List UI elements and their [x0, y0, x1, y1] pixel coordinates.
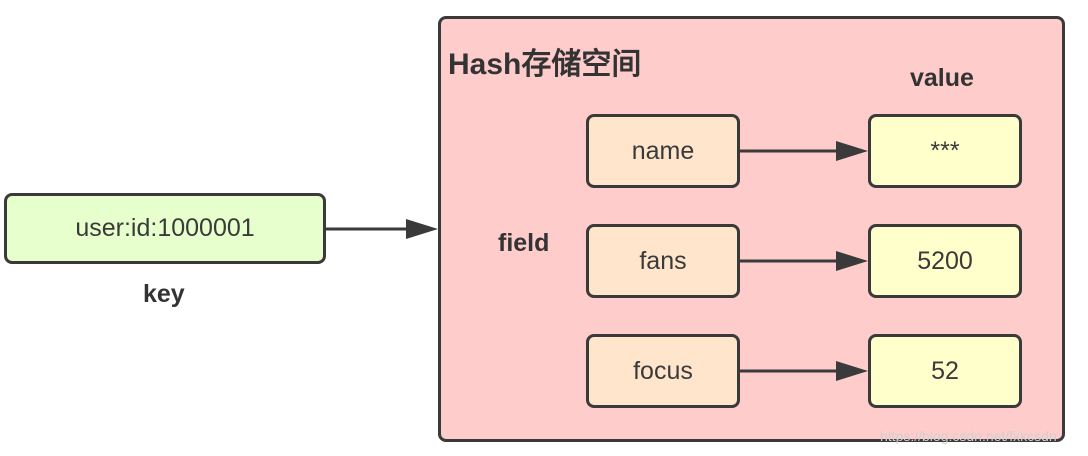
value-node-text: 5200: [917, 246, 973, 275]
field-column-label: field: [498, 229, 550, 257]
field-node-fans: fans: [586, 224, 740, 298]
field-node-text: fans: [639, 246, 687, 275]
field-node-focus: focus: [586, 334, 740, 408]
value-node-name: ***: [868, 114, 1022, 188]
key-node-text: user:id:1000001: [75, 214, 255, 242]
value-node-text: ***: [930, 136, 960, 165]
value-column-label: value: [910, 64, 974, 92]
field-node-name: name: [586, 114, 740, 188]
field-node-text: name: [631, 136, 695, 165]
value-node-fans: 5200: [868, 224, 1022, 298]
field-node-text: focus: [633, 356, 693, 385]
key-node: user:id:1000001: [4, 193, 326, 264]
watermark: https://blog.csdn.net/fxkcsdn: [880, 428, 1057, 444]
value-node-text: 52: [931, 356, 959, 385]
key-label: key: [143, 280, 185, 308]
value-node-focus: 52: [868, 334, 1022, 408]
hash-space-title: Hash存储空间: [448, 48, 642, 81]
key-to-hash-arrow: [326, 219, 438, 239]
